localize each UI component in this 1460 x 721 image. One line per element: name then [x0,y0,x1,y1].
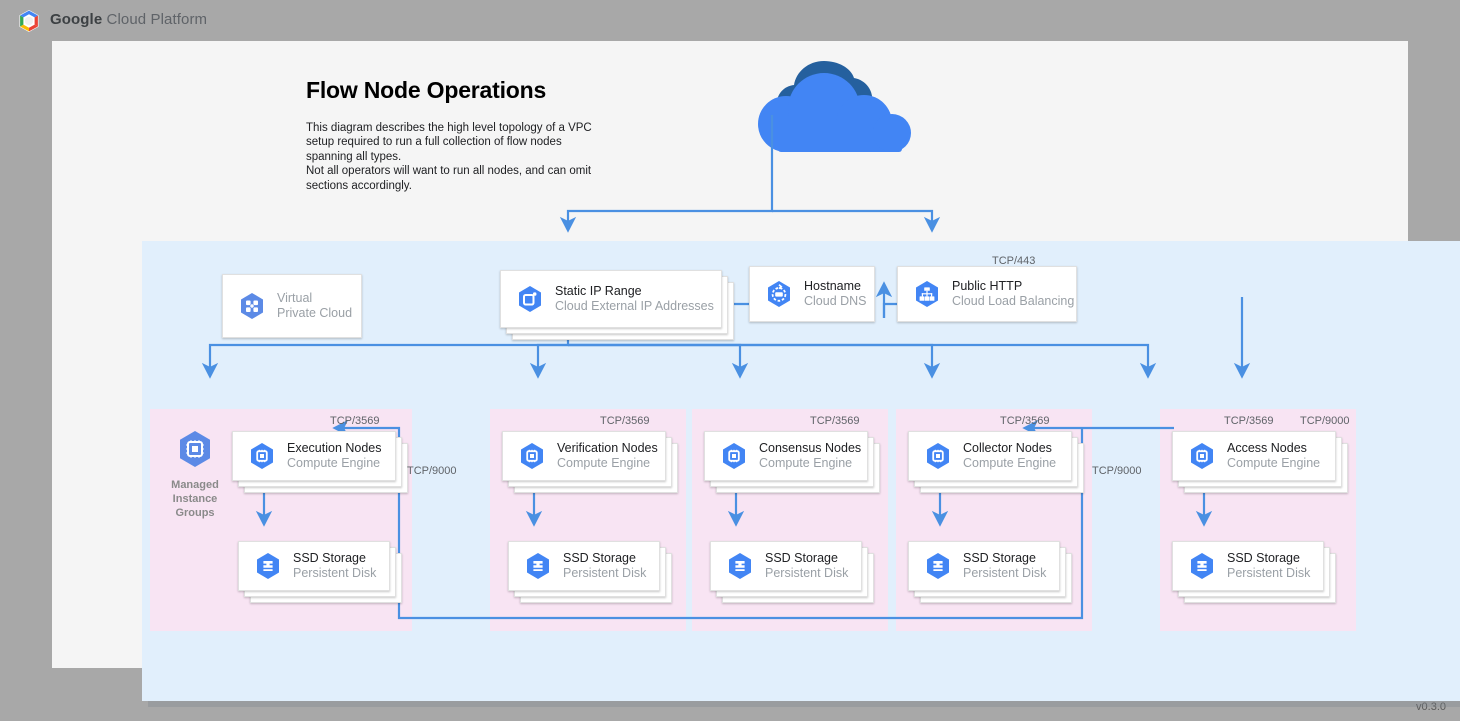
card-subtitle: Persistent Disk [765,566,849,580]
card-title: Execution Nodes [287,441,382,455]
port-label-tcp443: TCP/443 [992,255,1036,267]
card-collector-nodes[interactable]: Collector Nodes Compute Engine [908,431,1072,481]
card-subtitle: Cloud Load Balancing [952,294,1075,308]
persistent-disk-icon [725,551,755,581]
card-execution-nodes[interactable]: Execution Nodes Compute Engine [232,431,396,481]
cloud-icon [724,61,924,156]
card-verification-ssd-storage[interactable]: SSD Storage Persistent Disk [508,541,660,591]
card-subtitle: Persistent Disk [963,566,1047,580]
card-subtitle: Persistent Disk [1227,566,1311,580]
version-label: v0.3.0 [1416,701,1446,713]
diagram-description: This diagram describes the high level to… [306,122,592,192]
card-subtitle: Compute Engine [963,456,1057,470]
card-text: Public HTTP Cloud Load Balancing [952,279,1074,309]
gcp-hexagon-logo-icon [16,8,42,34]
card-title: SSD Storage [563,551,636,565]
diagram-canvas: Flow Node Operations This diagram descri… [52,41,1460,701]
card-text: SSD Storage Persistent Disk [293,551,376,581]
compute-engine-icon [247,441,277,471]
brand-rest: Cloud Platform [102,11,208,28]
card-text: SSD Storage Persistent Disk [765,551,848,581]
card-title: SSD Storage [1227,551,1300,565]
card-title: SSD Storage [293,551,366,565]
compute-engine-icon [923,441,953,471]
card-title: SSD Storage [765,551,838,565]
card-title: SSD Storage [963,551,1036,565]
card-subtitle: Private Cloud [277,306,353,320]
card-text: Hostname Cloud DNS [804,279,867,309]
port-label-tcp9000-access: TCP/9000 [1300,415,1350,427]
virtual-private-cloud-icon [237,291,267,321]
app-header: Google Cloud Platform [0,0,1460,41]
card-hostname-cloud-dns[interactable]: Hostname Cloud DNS [749,266,875,322]
diagram-title: Flow Node Operations [306,77,547,103]
persistent-disk-icon [253,551,283,581]
card-text: SSD Storage Persistent Disk [963,551,1046,581]
card-consensus-ssd-storage[interactable]: SSD Storage Persistent Disk [710,541,862,591]
card-text: Consensus Nodes Compute Engine [759,441,861,471]
card-subtitle: Compute Engine [1227,456,1321,470]
brand-bold: Google [50,11,103,28]
card-title: Collector Nodes [963,441,1052,455]
port-label-tcp3569-collector: TCP/3569 [1000,415,1050,427]
card-text: Execution Nodes Compute Engine [287,441,382,471]
card-access-nodes[interactable]: Access Nodes Compute Engine [1172,431,1336,481]
card-title: Virtual [277,291,313,305]
persistent-disk-icon [523,551,553,581]
managed-instance-group-icon [175,431,215,473]
card-collector-ssd-storage[interactable]: SSD Storage Persistent Disk [908,541,1060,591]
compute-engine-icon [517,441,547,471]
compute-engine-icon [719,441,749,471]
card-text: Verification Nodes Compute Engine [557,441,658,471]
card-title: Consensus Nodes [759,441,862,455]
card-text: SSD Storage Persistent Disk [1227,551,1310,581]
port-label-tcp3569-verify: TCP/3569 [600,415,650,427]
card-text: Static IP Range Cloud External IP Addres… [555,284,714,314]
card-subtitle: Compute Engine [557,456,651,470]
card-execution-ssd-storage[interactable]: SSD Storage Persistent Disk [238,541,390,591]
card-subtitle: Persistent Disk [293,566,377,580]
card-subtitle: Compute Engine [759,456,853,470]
card-static-ip-range[interactable]: Static IP Range Cloud External IP Addres… [500,270,722,328]
card-verification-nodes[interactable]: Verification Nodes Compute Engine [502,431,666,481]
card-title: Hostname [804,279,861,293]
port-label-tcp9000-execution: TCP/9000 [407,465,457,477]
card-public-http-load-balancing[interactable]: Public HTTP Cloud Load Balancing [897,266,1077,322]
port-label-tcp9000-collector: TCP/9000 [1092,465,1142,477]
card-consensus-nodes[interactable]: Consensus Nodes Compute Engine [704,431,868,481]
card-subtitle: Cloud External IP Addresses [555,299,714,313]
card-text: Virtual Private Cloud [277,291,352,321]
card-title: Static IP Range [555,284,642,298]
card-virtual-private-cloud[interactable]: Virtual Private Cloud [222,274,362,338]
cloud-dns-icon [764,279,794,309]
brand-title: Google Cloud Platform [50,11,207,28]
port-label-tcp3569-execution: TCP/3569 [330,415,380,427]
card-title: Verification Nodes [557,441,658,455]
card-subtitle: Persistent Disk [563,566,647,580]
persistent-disk-icon [923,551,953,581]
persistent-disk-icon [1187,551,1217,581]
card-text: Access Nodes Compute Engine [1227,441,1320,471]
port-label-tcp3569-access: TCP/3569 [1224,415,1274,427]
external-ip-icon [515,284,545,314]
card-access-ssd-storage[interactable]: SSD Storage Persistent Disk [1172,541,1324,591]
card-text: SSD Storage Persistent Disk [563,551,646,581]
card-subtitle: Compute Engine [287,456,381,470]
load-balancing-icon [912,279,942,309]
compute-engine-icon [1187,441,1217,471]
card-title: Public HTTP [952,279,1023,293]
port-label-tcp3569-consensus: TCP/3569 [810,415,860,427]
card-title: Access Nodes [1227,441,1307,455]
card-text: Collector Nodes Compute Engine [963,441,1056,471]
card-subtitle: Cloud DNS [804,294,867,308]
